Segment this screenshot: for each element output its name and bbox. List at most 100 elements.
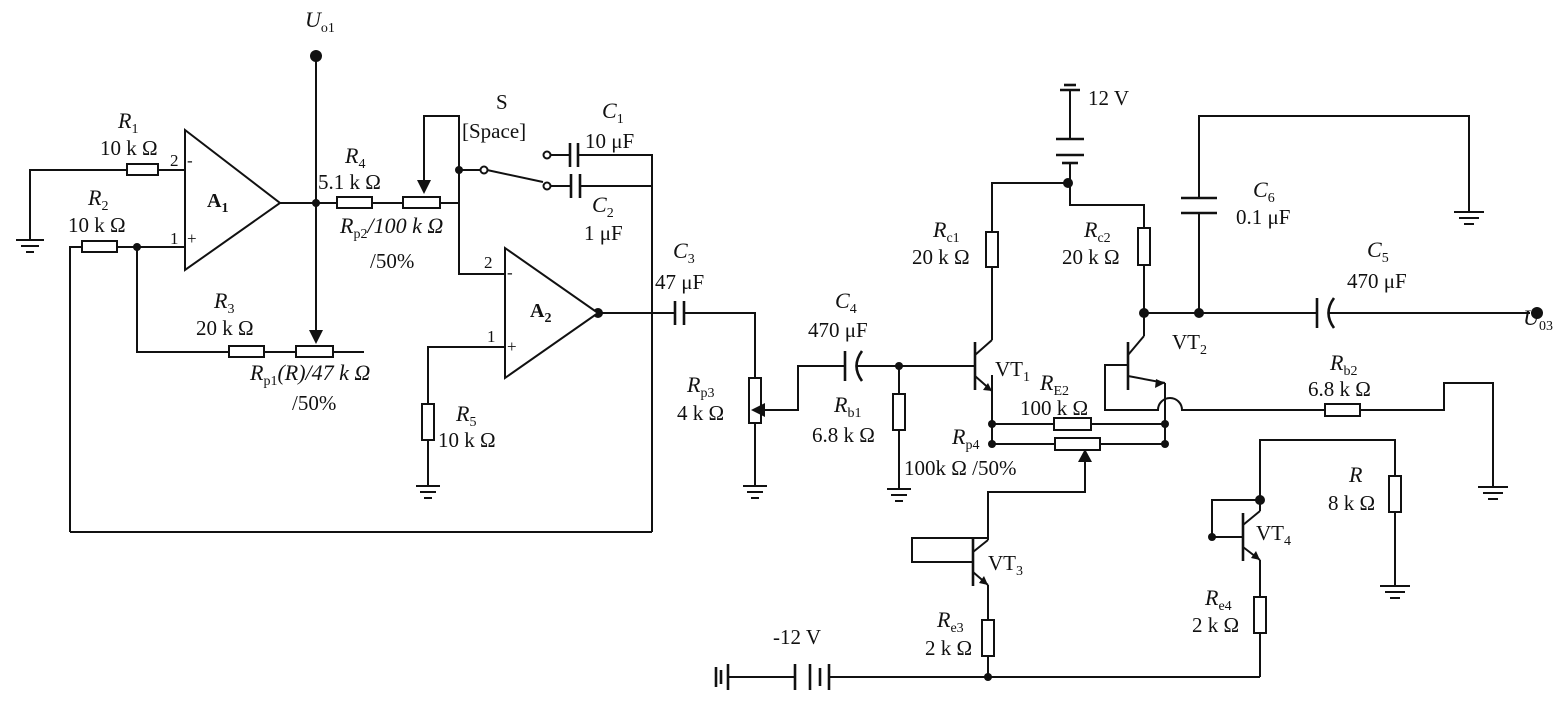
- rp2-wiper-arrow: [417, 180, 431, 194]
- switch-pivot[interactable]: [479, 165, 489, 175]
- rp3-label: Rp3: [686, 372, 714, 401]
- c6-label: C6: [1253, 177, 1275, 206]
- resistor-rc1: [985, 231, 999, 268]
- resistor-rc2: [1137, 227, 1151, 266]
- a2-label: A2: [530, 300, 551, 326]
- potentiometer-rp4: [1054, 437, 1101, 451]
- potentiometer-rp3: [748, 377, 762, 424]
- capacitor-c1: [568, 143, 580, 167]
- vplus-label: 12 V: [1088, 86, 1129, 110]
- junction-dot: [1139, 308, 1149, 318]
- ground-icon: [416, 485, 440, 499]
- r3-label: R3: [213, 288, 234, 317]
- c5-label: C5: [1367, 237, 1389, 266]
- node-uo3: [1531, 307, 1543, 319]
- transistor-vt3: [971, 538, 989, 586]
- c3-label: C3: [673, 238, 695, 267]
- vt2-label: VT2: [1172, 330, 1207, 358]
- r-label: R: [1348, 462, 1363, 487]
- supply-negative: [714, 664, 831, 690]
- potentiometer-rp2: [402, 196, 441, 209]
- vt3-label: VT3: [988, 551, 1023, 579]
- c2-value: 1 μF: [584, 221, 623, 245]
- labels: Uo1 U03 R1 10 k Ω R2 10 k Ω R3 20 k Ω Rp…: [68, 7, 1553, 660]
- junction-dot: [455, 166, 463, 174]
- capacitor-c5: [1315, 297, 1336, 329]
- opamp-a1: A1 2 - 1 +: [170, 127, 282, 272]
- junction-dot: [984, 673, 992, 681]
- rp3-wiper-arrow: [751, 403, 765, 417]
- resistor-re2: [1053, 417, 1092, 431]
- ground-icon: [1454, 211, 1484, 225]
- capacitor-c6: [1181, 196, 1217, 215]
- a2-pin-noninv: 1: [487, 327, 496, 346]
- rp1-label: Rp1(R)/47 k Ω: [249, 360, 370, 389]
- ground-icon: [1380, 585, 1410, 599]
- rp2-percent: /50%: [370, 249, 414, 273]
- a1-pin-inv: 2: [170, 151, 179, 170]
- transistor-vt2: [1126, 335, 1166, 390]
- resistor-r3: [228, 345, 265, 358]
- rp4-wiper-arrow: [1078, 449, 1092, 462]
- switch-label: S: [496, 90, 508, 114]
- capacitor-c2: [569, 174, 582, 198]
- junction-dot: [1063, 178, 1073, 188]
- resistor-r5: [421, 403, 435, 441]
- r2-value: 10 k Ω: [68, 213, 126, 237]
- switch-s[interactable]: [479, 150, 552, 191]
- r1-value: 10 k Ω: [100, 136, 158, 160]
- re2-label: RE2: [1039, 370, 1069, 399]
- re4-label: Re4: [1204, 585, 1232, 614]
- rc2-value: 20 k Ω: [1062, 245, 1120, 269]
- junction-dot: [1161, 420, 1169, 428]
- junction-dot: [1161, 440, 1169, 448]
- switch-contact-c1[interactable]: [542, 150, 552, 160]
- a2-minus-sign: -: [507, 263, 513, 282]
- c2-label: C2: [592, 192, 614, 221]
- potentiometer-rp1: [295, 345, 334, 358]
- uo3-label: U03: [1523, 305, 1553, 334]
- rb1-label: Rb1: [833, 392, 861, 421]
- rb2-label: Rb2: [1329, 350, 1357, 379]
- r5-label: R5: [455, 401, 476, 430]
- resistor-r4: [336, 196, 373, 209]
- resistor-rb1: [892, 393, 906, 431]
- transistor-vt4: [1241, 510, 1261, 561]
- switch-contact-c2[interactable]: [542, 181, 552, 191]
- resistor-re4: [1253, 596, 1267, 634]
- c6-value: 0.1 μF: [1236, 205, 1290, 229]
- capacitor-c4: [843, 350, 864, 382]
- rc2-label: Rc2: [1083, 217, 1111, 246]
- r4-value: 5.1 k Ω: [318, 170, 381, 194]
- vt1-label: VT1: [995, 357, 1030, 385]
- rc1-value: 20 k Ω: [912, 245, 970, 269]
- junction-dot: [312, 199, 320, 207]
- r4-label: R4: [344, 143, 365, 172]
- r3-value: 20 k Ω: [196, 316, 254, 340]
- junction-dot: [988, 420, 996, 428]
- switch-key-label: [Space]: [462, 119, 526, 143]
- re3-label: Re3: [936, 607, 964, 636]
- junction-dot: [1255, 495, 1265, 505]
- c4-value: 470 μF: [808, 318, 868, 342]
- rb1-value: 6.8 k Ω: [812, 423, 875, 447]
- capacitor-c3: [673, 301, 686, 325]
- ground-icon: [16, 239, 44, 253]
- a1-label: A1: [207, 190, 228, 216]
- grounds: [16, 211, 1508, 599]
- c4-label: C4: [835, 288, 857, 317]
- wiper-arrows: [309, 180, 1092, 462]
- r-value: 8 k Ω: [1328, 491, 1375, 515]
- rp1-wiper-arrow: [309, 330, 323, 344]
- c5-value: 470 μF: [1347, 269, 1407, 293]
- junction-dot: [133, 243, 141, 251]
- resistors: [81, 163, 1402, 657]
- rp2-label: Rp2/100 k Ω: [339, 213, 443, 242]
- junction-dot: [988, 440, 996, 448]
- uo1-label: Uo1: [305, 7, 335, 36]
- resistor-r1: [126, 163, 159, 176]
- re4-value: 2 k Ω: [1192, 613, 1239, 637]
- a2-plus-sign: +: [507, 337, 517, 356]
- c3-value: 47 μF: [655, 270, 704, 294]
